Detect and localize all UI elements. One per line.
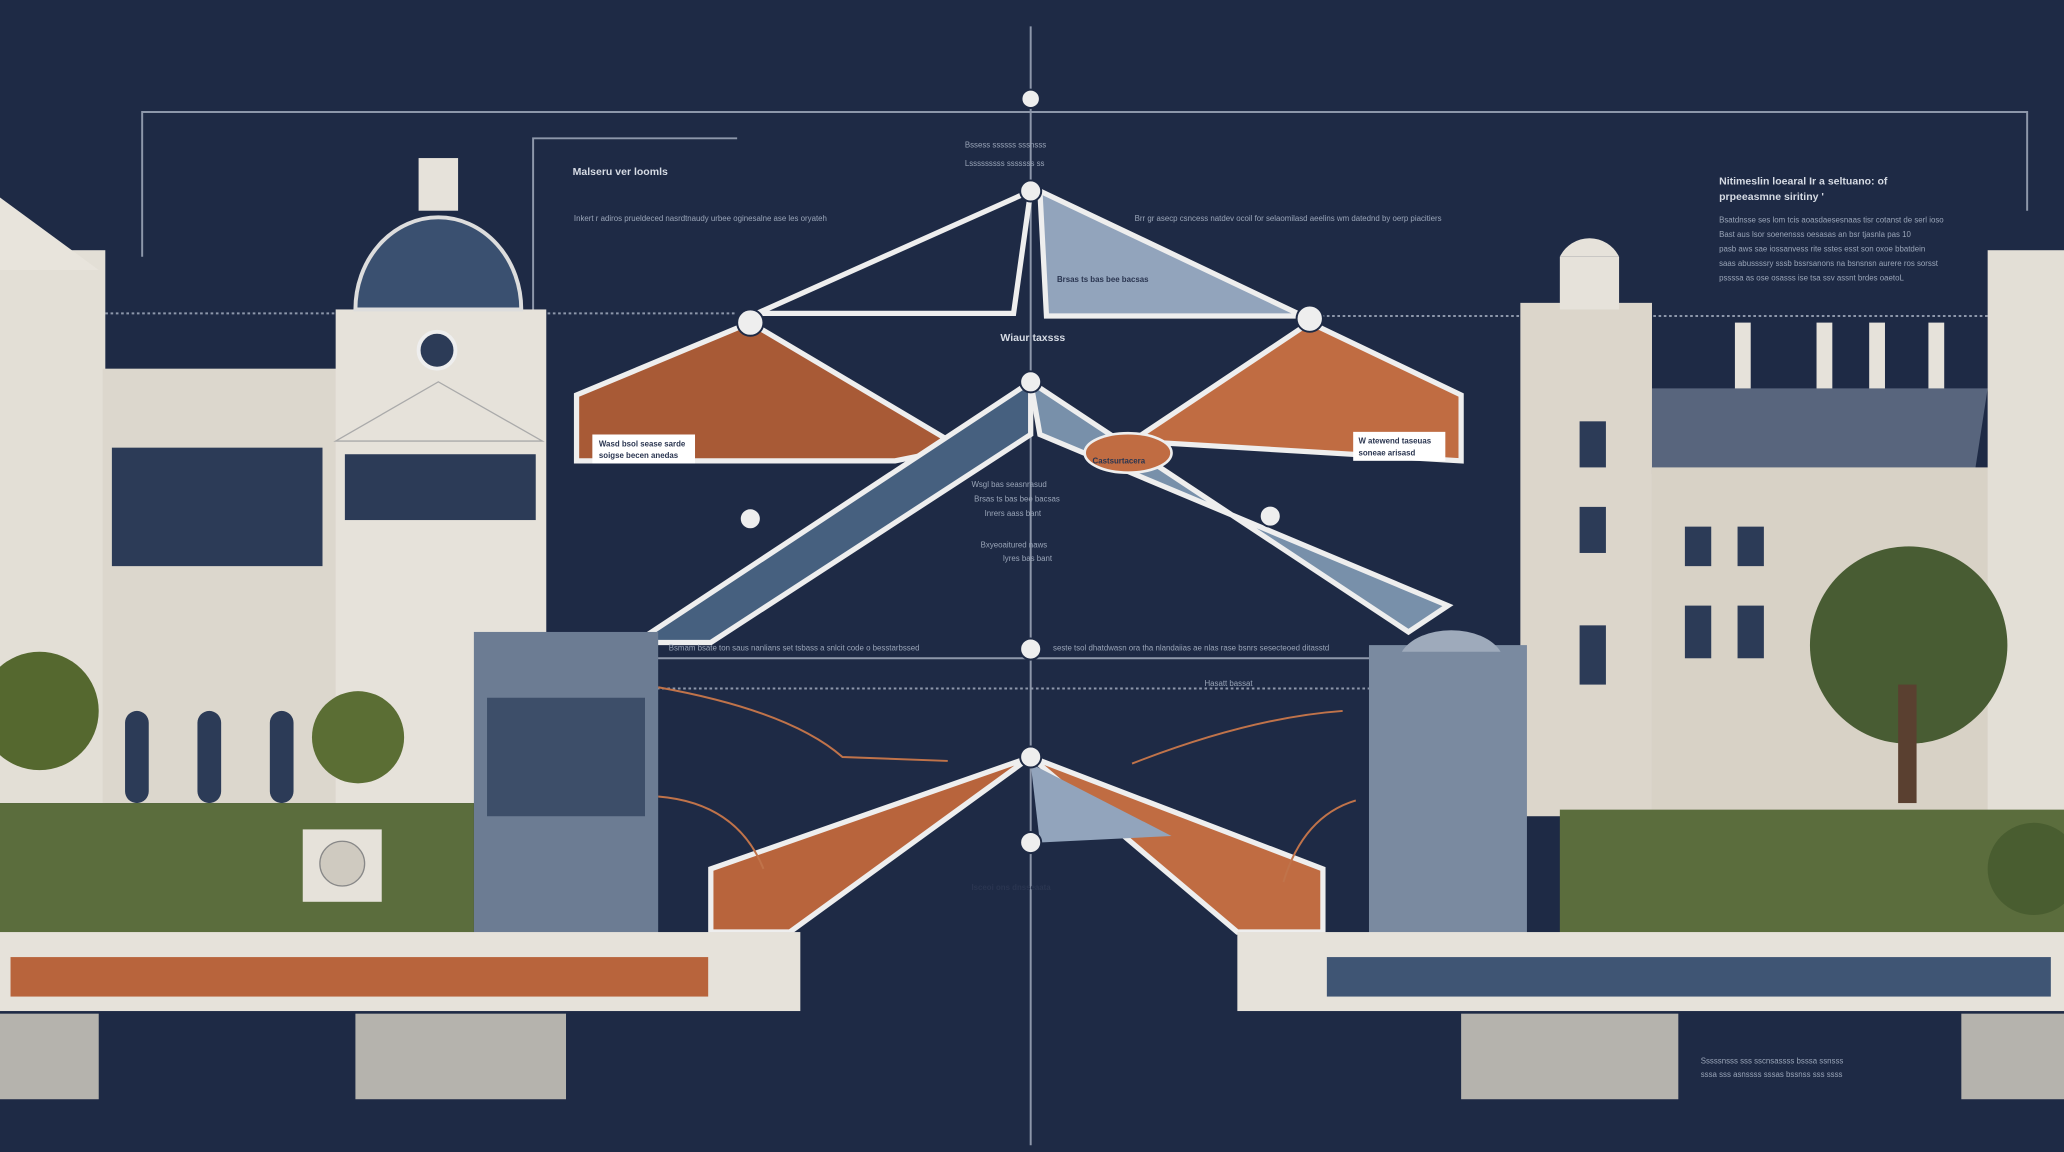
top-center-note-1: Bssess ssssss sssnsss: [965, 141, 1046, 150]
flow-curves: [657, 686, 1357, 883]
long-line-left: Bsmam bsate ton saus nanlians set tsbass…: [669, 643, 920, 652]
lower-right-panel: [1028, 754, 1326, 935]
bottom-right-note-1: Sssssnsss sss sscnsassss bsssa ssnsss: [1701, 1057, 1844, 1066]
center-oval: [1083, 431, 1173, 474]
left-rust-panel: [573, 319, 969, 464]
center-note-2: lyres bas bant: [1003, 554, 1053, 563]
center-mid-1: Wsgl bas seasnrasud: [971, 480, 1046, 489]
left-building: [0, 158, 659, 935]
right-body-2: Bast aus lsor soenensss oesasas an bsr t…: [1719, 230, 1911, 239]
bottom-mid: Isceoi ons dnsseaata: [971, 883, 1051, 892]
left-box-text-2: soigse becen anedas: [599, 451, 679, 460]
center-note-1: Bxyeoaitured naws: [981, 541, 1048, 550]
right-body-5: pssssa as ose osasss ise tsa ssv assnt b…: [1719, 273, 1904, 282]
bottom-label: Hasatt bassat: [1204, 679, 1253, 688]
top-left-title: Malseru ver loomls: [573, 166, 668, 178]
right-body-1: Bsatdnsse ses lom tcis aoasdaesesnaas ti…: [1719, 216, 1944, 225]
upper-right-panel: [1037, 186, 1305, 319]
bridge: [0, 932, 2064, 1100]
upper-left-panel: [755, 186, 1034, 317]
right-box-text-2: soneae arisasd: [1358, 449, 1415, 458]
right-box-text: W atewend taseuas: [1358, 437, 1431, 446]
right-title-1: Nitimeslin loearal Ir a seltuano: of: [1719, 175, 1888, 187]
oval-text: Castsurtacera: [1093, 456, 1146, 465]
left-callout-box: [592, 434, 696, 464]
right-title-2: prpeeasmne siritiny ': [1719, 191, 1824, 203]
connector-nodes: [736, 88, 1324, 855]
lower-left-panel: [708, 754, 1033, 935]
right-rust-panel: [1124, 319, 1464, 464]
top-right-line: Brr gr asecp csncess natdev ocoil for se…: [1135, 214, 1442, 223]
right-body-3: pasb aws sae iossanvess rite sstes esst …: [1719, 245, 1925, 254]
bottom-right-note-2: sssa sss asnssss sssas bssnss sss ssss: [1701, 1070, 1843, 1079]
long-line-right: seste tsol dhatdwasn ora tha nlandaiias …: [1053, 643, 1329, 652]
upper-right-panel-text: Brsas ts bas bee bacsas: [1057, 275, 1149, 284]
right-building: [1368, 238, 2064, 935]
top-center-note-2: Lsssssssss sssssss ss: [965, 159, 1045, 168]
left-box-text: Wasd bsol sease sarde: [599, 439, 686, 448]
right-body-4: saas abussssry sssb bssrsanons na bsnsns…: [1719, 259, 1939, 268]
center-title: Wiaur taxsss: [1000, 332, 1065, 344]
center-mid-3: Inrers aass bant: [985, 509, 1042, 518]
right-callout-box: [1353, 431, 1446, 461]
mid-right-band: [1027, 376, 1454, 636]
top-left-line: Inkert r adiros prueldeced nasrdtnaudy u…: [574, 214, 827, 223]
center-mid-2: Brsas ts bas bee bacsas: [974, 495, 1060, 504]
mid-left-band: [627, 376, 1034, 646]
lower-center-panel: [1030, 763, 1172, 843]
